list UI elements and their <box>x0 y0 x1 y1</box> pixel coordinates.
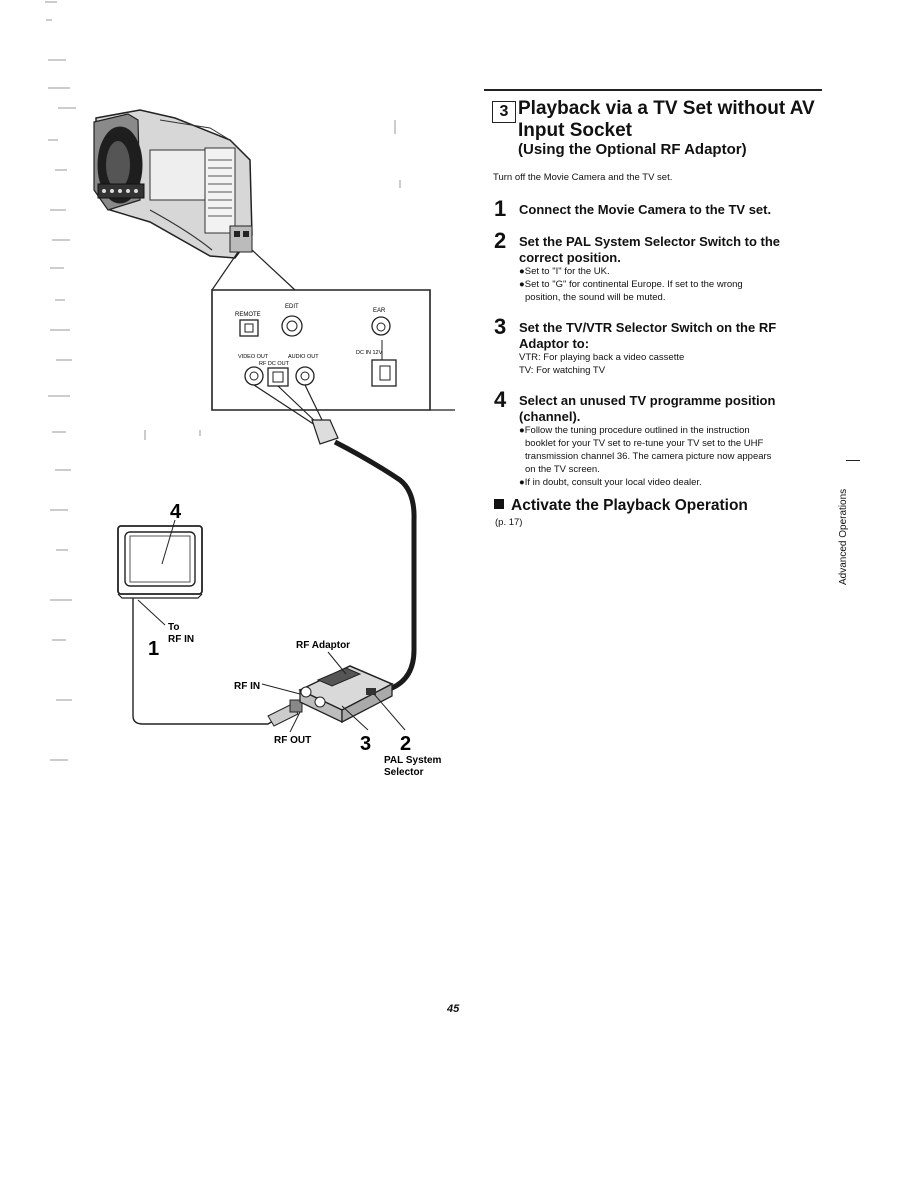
step-2-heading-2: correct position. <box>519 250 621 265</box>
rf-adaptor-illustration <box>298 665 394 724</box>
step-4-line: on the TV screen. <box>525 464 600 475</box>
step-4-line: booklet for your TV set to re-tune your … <box>525 438 764 449</box>
panel-ear-label: EAR <box>373 308 386 314</box>
step-2-line: ●Set to "G" for continental Europe. If s… <box>519 279 743 290</box>
panel-rf-dc-out-label: RF DC OUT <box>259 361 290 367</box>
panel-video-out-label: VIDEO OUT <box>238 354 269 360</box>
rf-adaptor-label: RF Adaptor <box>296 640 350 651</box>
connector-panel: REMOTE EDIT EAR VIDEO OUT RF DC OUT AUDI… <box>211 289 455 411</box>
scan-marks <box>45 1 401 761</box>
callout-4: 4 <box>170 501 182 523</box>
pal-system-label: PAL System <box>384 755 442 766</box>
tv-illustration <box>117 525 203 599</box>
panel-audio-out-label: AUDIO OUT <box>288 354 319 360</box>
step-2-line: ●Set to "I" for the UK. <box>519 266 610 277</box>
selector-label: Selector <box>384 767 424 778</box>
section-number-box: 3 <box>492 101 516 123</box>
step-2-number: 2 <box>494 228 507 253</box>
page-reference: (p. 17) <box>495 517 523 528</box>
side-tab-label: Advanced Operations <box>838 488 849 585</box>
rf-in-label: RF IN <box>234 681 260 692</box>
rf-out-label: RF OUT <box>274 735 311 746</box>
panel-dc-in-label: DC IN 12V <box>356 350 383 356</box>
callout-1: 1 <box>148 638 159 660</box>
page-title: Playback via a TV Set without AV Input S… <box>518 98 815 141</box>
step-3-line: TV: For watching TV <box>519 365 606 376</box>
step-3-heading-2: Adaptor to: <box>519 336 590 351</box>
activate-heading: Activate the Playback Operation <box>494 497 748 515</box>
top-rule <box>484 89 822 91</box>
connection-diagram: REMOTE EDIT EAR VIDEO OUT RF DC OUT AUDI… <box>45 1 455 778</box>
to-label: To <box>168 622 179 633</box>
square-bullet-icon <box>494 499 504 509</box>
page-number: 45 <box>447 1003 460 1015</box>
step-1-heading: Connect the Movie Camera to the TV set. <box>519 202 772 217</box>
panel-edit-label: EDIT <box>285 304 299 310</box>
step-2-line: position, the sound will be muted. <box>525 292 666 303</box>
to-rf-in-label: RF IN <box>168 634 194 645</box>
intro-text: Turn off the Movie Camera and the TV set… <box>493 172 673 183</box>
step-3-heading-1: Set the TV/VTR Selector Switch on the RF <box>519 320 777 335</box>
step-4-line: ●Follow the tuning procedure outlined in… <box>519 425 750 436</box>
activate-heading-text: Activate the Playback Operation <box>511 497 748 514</box>
tv-cable <box>132 598 289 725</box>
step-2-heading-1: Set the PAL System Selector Switch to th… <box>519 234 781 249</box>
page-subtitle: (Using the Optional RF Adaptor) <box>518 141 747 158</box>
step-4-number: 4 <box>494 387 507 412</box>
step-3-number: 3 <box>494 314 507 339</box>
panel-remote-label: REMOTE <box>235 312 261 318</box>
step-4-heading-2: (channel). <box>519 409 581 424</box>
step-3-line: VTR: For playing back a video cassette <box>519 352 685 363</box>
rf-cable <box>333 439 417 697</box>
camera-illustration <box>93 109 253 259</box>
step-4-line: ●If in doubt, consult your local video d… <box>519 477 702 488</box>
callout-2: 2 <box>400 733 411 755</box>
step-4-heading-1: Select an unused TV programme position <box>519 393 776 408</box>
step-4-line: transmission channel 36. The camera pict… <box>525 451 772 462</box>
side-rule <box>846 460 860 461</box>
step-1-number: 1 <box>494 196 507 221</box>
callout-3: 3 <box>360 733 371 755</box>
